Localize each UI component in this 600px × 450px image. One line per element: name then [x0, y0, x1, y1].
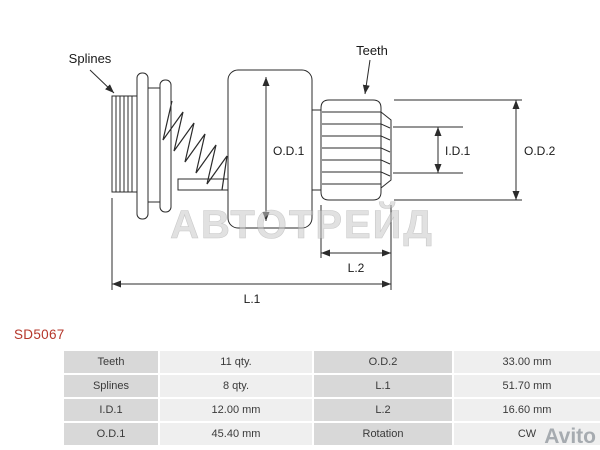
part-number: SD5067	[14, 327, 65, 342]
spec-param-cell: O.D.2	[314, 351, 452, 373]
spec-param-cell: I.D.1	[64, 399, 158, 421]
teeth-leader-line	[362, 59, 371, 95]
spec-value-cell: CW	[454, 423, 600, 445]
splines-leader-line	[89, 69, 115, 94]
od2-dim-label: O.D.2	[524, 144, 556, 158]
spec-param-cell: Rotation	[314, 423, 452, 445]
pinion-gear	[320, 99, 392, 201]
id1-extension-lines	[393, 126, 463, 174]
stop-collars	[136, 72, 172, 220]
l1-extension-lines	[111, 198, 392, 290]
od1-dim-label: O.D.1	[273, 144, 305, 158]
drive-spring	[162, 100, 228, 191]
seller-watermark-text: АВТОТРЕЙД	[170, 201, 434, 247]
site-watermark: Avito	[544, 425, 596, 448]
spec-value-cell: 16.60 mm	[454, 399, 600, 421]
housing-step	[311, 109, 322, 191]
spec-value-cell: 45.40 mm	[160, 423, 312, 445]
spec-param-cell: O.D.1	[64, 423, 158, 445]
od2-extension-lines	[394, 99, 522, 201]
part-diagram: Splines Teeth O.D.1 I.D.1 O.D.2 L.2 L.1 …	[69, 43, 556, 306]
l1-dim-label: L.1	[244, 292, 261, 306]
drive-shaft	[177, 178, 229, 191]
splined-shaft	[111, 95, 138, 193]
spec-value-cell: 33.00 mm	[454, 351, 600, 373]
spec-value-cell: 51.70 mm	[454, 375, 600, 397]
spec-param-cell: L.2	[314, 399, 452, 421]
splines-callout-label: Splines	[69, 51, 112, 66]
spec-value-cell: 8 qty.	[160, 375, 312, 397]
spec-value-cell: 11 qty.	[160, 351, 312, 373]
spec-value-cell: 12.00 mm	[160, 399, 312, 421]
id1-dim-label: I.D.1	[445, 144, 471, 158]
spec-param-cell: L.1	[314, 375, 452, 397]
l2-extension-lines	[320, 205, 392, 258]
l2-dim-label: L.2	[348, 261, 365, 275]
diagram-labels: Splines Teeth O.D.1 I.D.1 O.D.2 L.2 L.1	[69, 43, 556, 306]
teeth-callout-label: Teeth	[356, 43, 388, 58]
spec-table: Teeth 11 qty. O.D.2 33.00 mm Splines 8 q…	[64, 351, 600, 445]
starter-drive-outline	[111, 69, 392, 229]
spec-param-cell: Teeth	[64, 351, 158, 373]
dimension-lines	[89, 59, 522, 290]
spec-param-cell: Splines	[64, 375, 158, 397]
